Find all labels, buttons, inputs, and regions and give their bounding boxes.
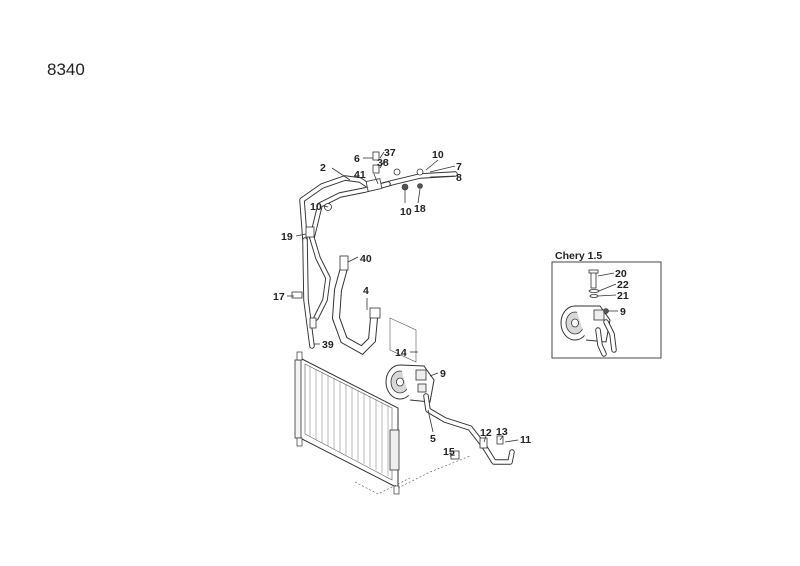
callout-15: 15 bbox=[443, 446, 455, 458]
page-code: 8340 bbox=[47, 60, 85, 79]
callout-40: 40 bbox=[360, 253, 372, 265]
callout-17: 17 bbox=[273, 291, 285, 303]
callout-18: 18 bbox=[414, 203, 426, 215]
callout-labels: 37 6 38 10 7 8 2 41 10 10 18 19 40 4 17 … bbox=[273, 147, 531, 458]
discharge-pipe bbox=[299, 151, 458, 243]
condenser bbox=[294, 351, 400, 495]
callout-2: 2 bbox=[320, 162, 326, 174]
callout-10-top: 10 bbox=[432, 149, 444, 161]
callout-37: 37 bbox=[384, 147, 396, 159]
callout-41: 41 bbox=[354, 169, 366, 181]
callout-6: 6 bbox=[354, 153, 360, 165]
inset-callout-22: 22 bbox=[617, 279, 629, 291]
callout-8: 8 bbox=[456, 172, 462, 184]
inset-callout-9: 9 bbox=[620, 306, 626, 318]
liquid-pipe bbox=[291, 226, 331, 349]
callout-12: 12 bbox=[480, 427, 492, 439]
callout-4: 4 bbox=[363, 285, 369, 297]
callout-11: 11 bbox=[520, 434, 531, 446]
inset-chery-1-5: Chery 1.5 20 22 21 9 bbox=[551, 250, 662, 359]
callout-10-mid: 10 bbox=[310, 201, 322, 213]
callout-39: 39 bbox=[322, 339, 334, 351]
inset-callout-21: 21 bbox=[617, 290, 629, 302]
suction-hose bbox=[331, 255, 381, 355]
callout-10-low: 10 bbox=[400, 206, 412, 218]
callout-14: 14 bbox=[395, 347, 407, 359]
inset-title: Chery 1.5 bbox=[555, 250, 602, 262]
callout-5: 5 bbox=[430, 433, 436, 445]
inset-callout-20: 20 bbox=[615, 268, 627, 280]
callout-19: 19 bbox=[281, 231, 293, 243]
callout-13: 13 bbox=[496, 426, 508, 438]
callout-9-main: 9 bbox=[440, 368, 446, 380]
compressor bbox=[385, 364, 435, 403]
callout-7: 7 bbox=[456, 161, 462, 173]
callout-38: 38 bbox=[377, 157, 389, 169]
